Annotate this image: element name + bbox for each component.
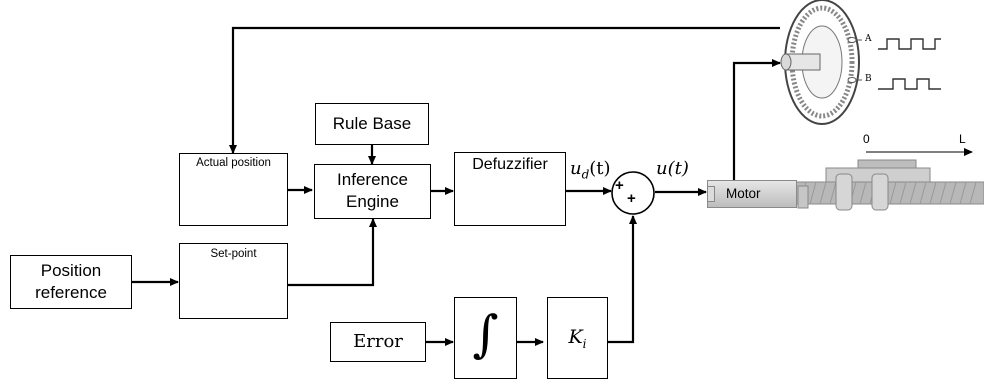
set-point-block: Set-point: [179, 243, 288, 319]
encoder-channel-a: A: [865, 34, 872, 44]
signal-ud-arg: (t): [589, 158, 611, 179]
actual-position-label: Actual position: [196, 157, 271, 169]
signal-ud-subscript: d: [581, 167, 590, 182]
error-label: Error: [353, 331, 403, 352]
axis-end-label: L: [959, 132, 966, 146]
set-point-label: Set-point: [210, 248, 257, 260]
gain-to-sum: [608, 215, 637, 344]
signal-ud-label: ud(t): [570, 158, 611, 182]
motor-label: Motor: [726, 186, 761, 201]
actual-position-block: Actual position: [179, 153, 288, 226]
linear-stage: [795, 159, 984, 211]
pulse-wave-b: [878, 78, 941, 90]
signal-u-label: u(t): [656, 158, 689, 179]
pulse-wave-a: [878, 38, 941, 50]
position-reference-block: Position reference: [10, 255, 132, 309]
motor-shaft-cap: [707, 186, 715, 202]
inference-engine-label-line2: Engine: [346, 192, 399, 211]
error-block: Error: [330, 322, 426, 362]
integral-symbol: ∫: [472, 305, 499, 363]
gain-label: Ki: [548, 326, 607, 351]
sum-sign-top: +: [615, 177, 624, 194]
inference-engine-label-line1: Inference: [337, 170, 408, 189]
axis-start-label: 0: [863, 132, 870, 146]
integrator-block: ∫: [454, 297, 517, 379]
motor-block: Motor: [707, 180, 797, 208]
position-reference-label-line2: reference: [35, 283, 107, 302]
defuzzifier-block: Defuzzifier: [454, 152, 566, 226]
summing-junction: [611, 171, 655, 215]
defuzzifier-label: Defuzzifier: [472, 156, 548, 173]
gain-subscript: i: [582, 336, 587, 351]
encoder-disk: [780, 0, 862, 125]
encoder-channel-b: B: [865, 74, 872, 84]
signal-ud-symbol: u: [570, 158, 582, 179]
inference-engine-block: Inference Engine: [314, 164, 431, 219]
sum-sign-bottom: +: [627, 190, 636, 207]
motor-to-encoder: [732, 59, 781, 180]
gain-block: Ki: [547, 297, 608, 379]
rule-base-block: Rule Base: [315, 103, 429, 145]
gain-symbol: K: [568, 326, 583, 348]
setpoint-to-inference: [288, 218, 377, 287]
position-reference-label-line1: Position: [40, 261, 102, 280]
rule-base-label: Rule Base: [332, 114, 412, 133]
feedback-line: [229, 26, 780, 154]
